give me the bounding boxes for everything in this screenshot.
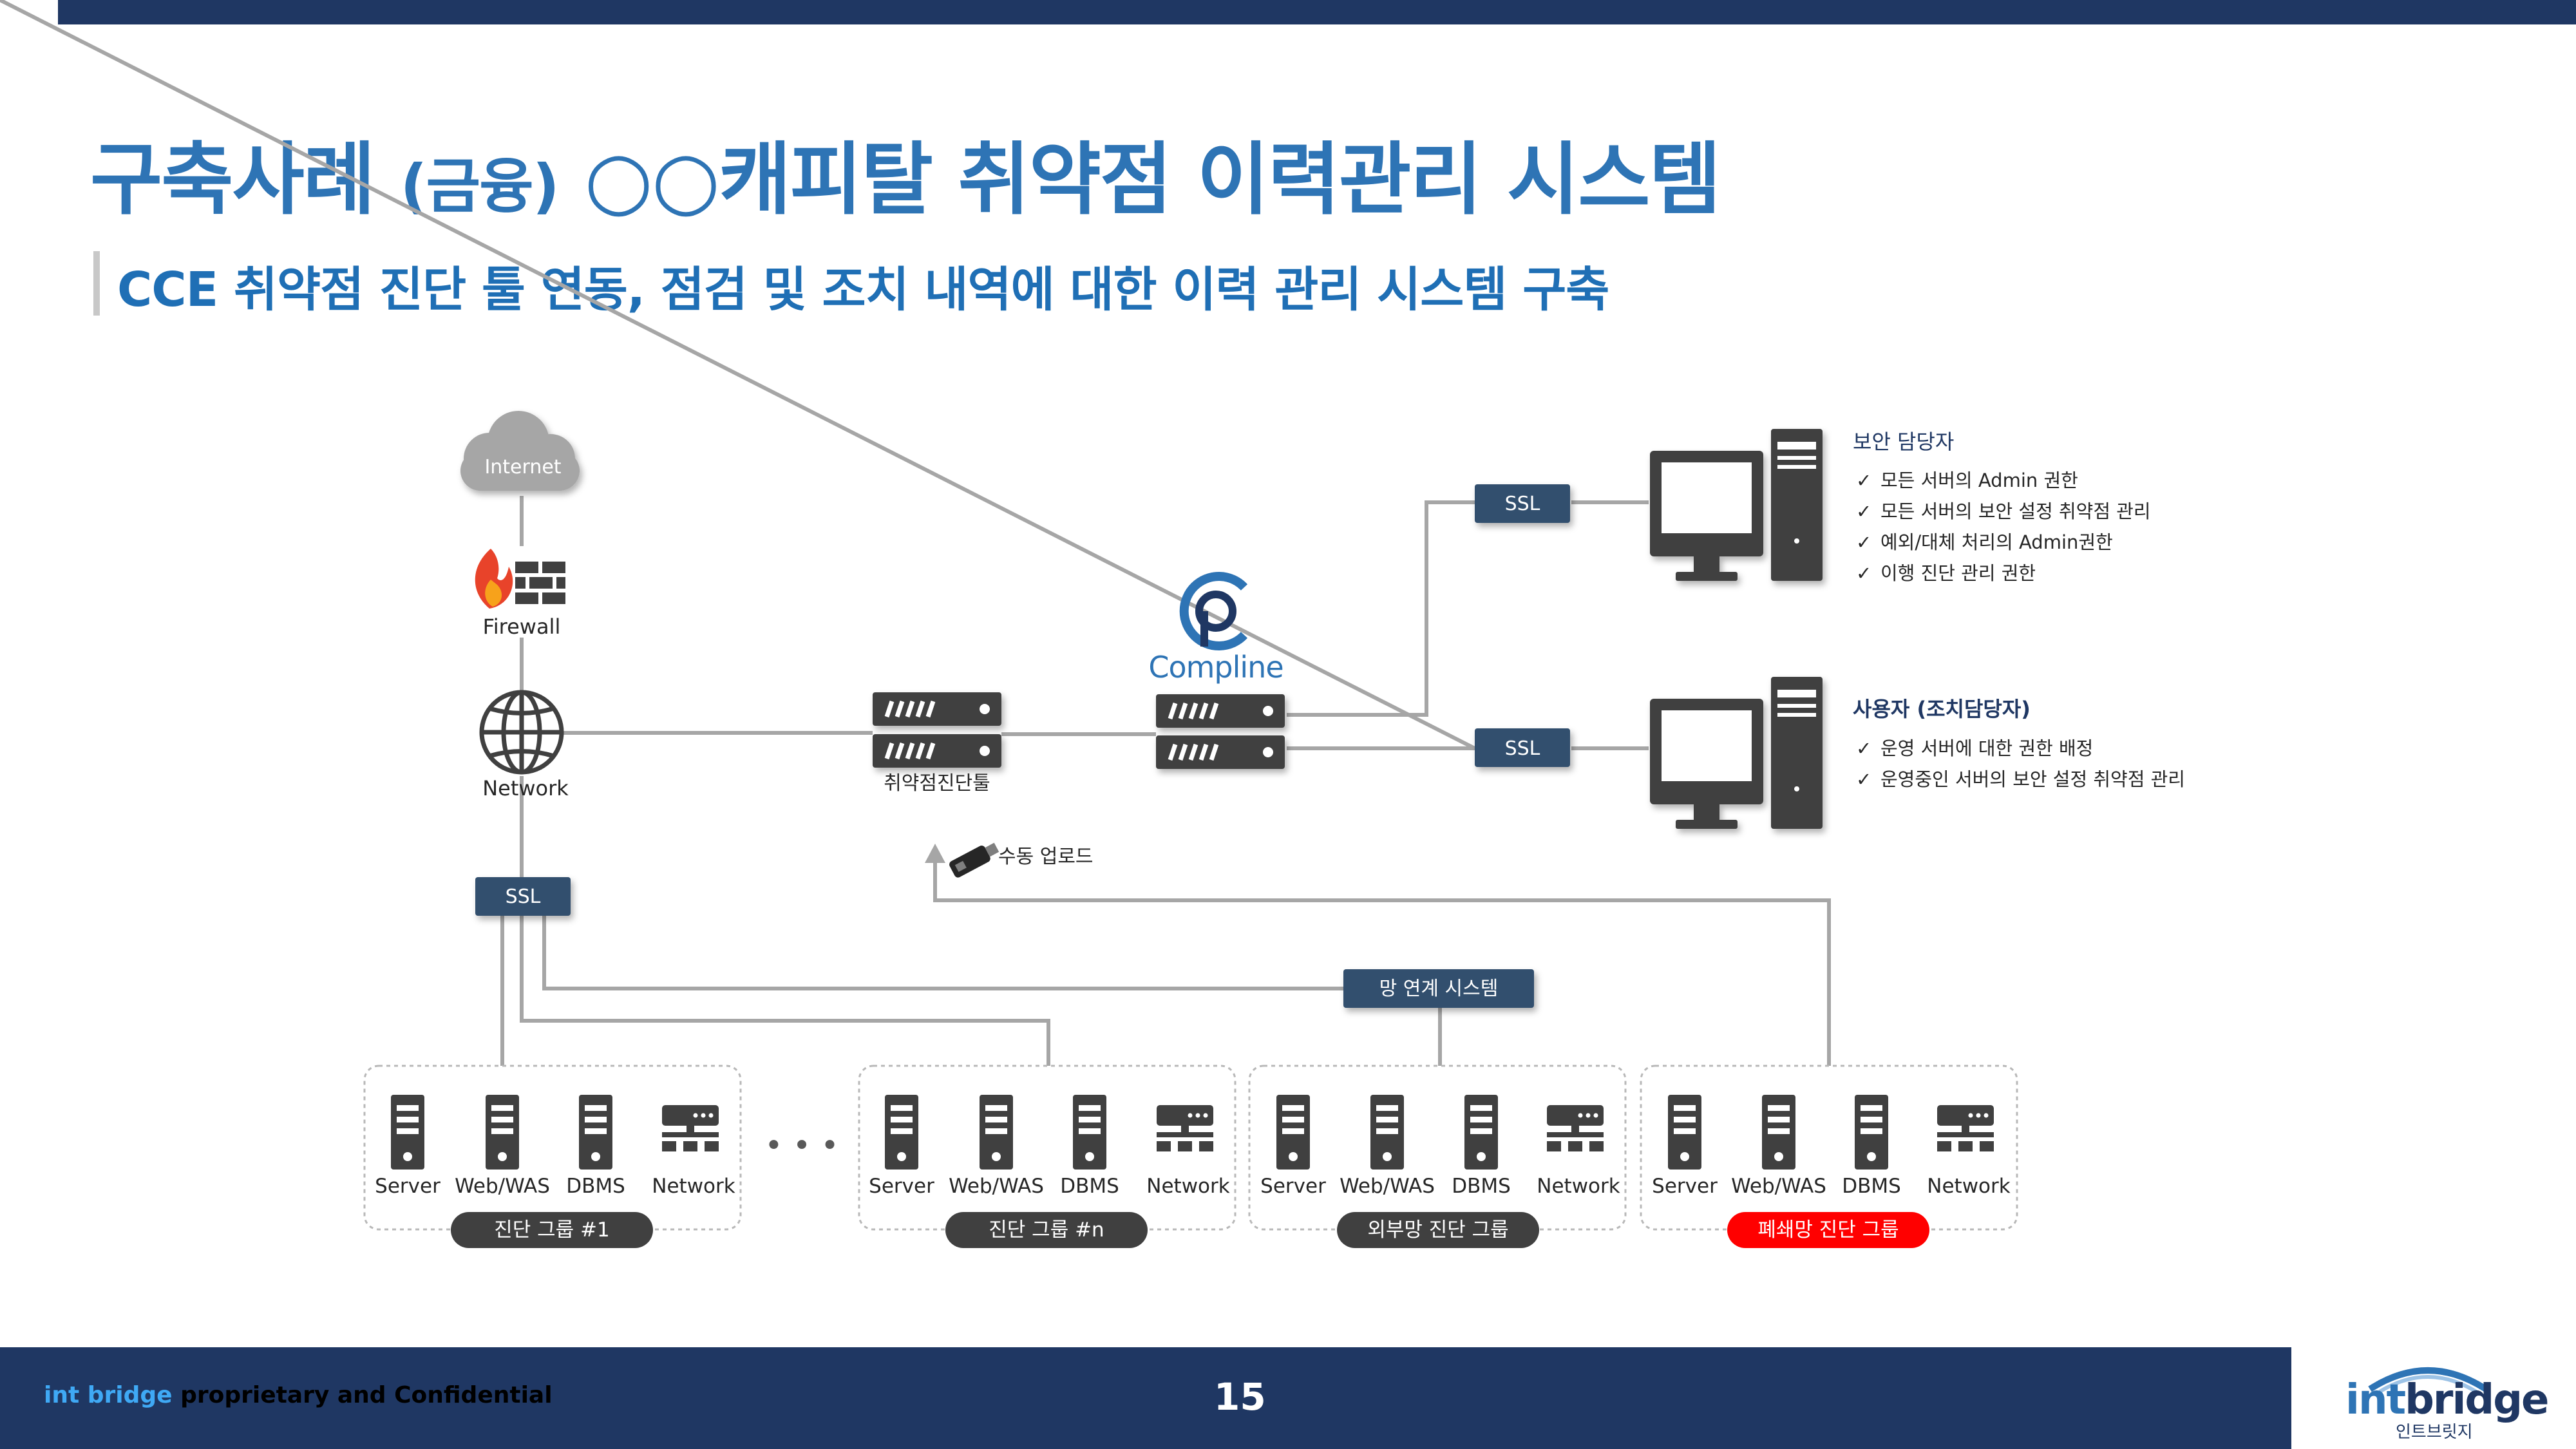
group-frames xyxy=(363,1065,2018,1231)
network-switch-icon xyxy=(1157,1105,1213,1151)
page-number: 15 xyxy=(1214,1375,1266,1419)
footer-confidential: int bridge proprietary and Confidential xyxy=(44,1382,553,1408)
check-icon: ✓ xyxy=(1856,768,1871,790)
security-manager-title: 보안 담당자 xyxy=(1853,430,1954,454)
server-icon xyxy=(391,1095,424,1170)
check-icon: ✓ xyxy=(1856,500,1871,522)
svg-text:Web/WAS: Web/WAS xyxy=(1340,1175,1435,1198)
web-was-icon xyxy=(486,1095,519,1170)
user-item: 운영중인 서버의 보안 설정 취약점 관리 xyxy=(1880,768,2185,790)
compline-label: Compline xyxy=(1148,650,1283,685)
svg-text:DBMS: DBMS xyxy=(566,1175,625,1198)
svg-text:SSL: SSL xyxy=(1505,737,1540,760)
svg-text:Web/WAS: Web/WAS xyxy=(949,1175,1044,1198)
web-was-icon xyxy=(1762,1095,1795,1170)
check-icon: ✓ xyxy=(1856,531,1871,553)
check-icon: ✓ xyxy=(1856,562,1871,584)
group-label: 폐쇄망 진단 그룹 xyxy=(1757,1218,1899,1242)
globe-icon xyxy=(479,690,564,775)
scanner-server-icon xyxy=(873,692,1001,768)
svg-text:DBMS: DBMS xyxy=(1060,1175,1119,1198)
dbms-icon xyxy=(1464,1095,1498,1170)
network-switch-icon xyxy=(1547,1105,1604,1151)
dbms-icon xyxy=(1855,1095,1888,1170)
group-label: 진단 그룹 #1 xyxy=(494,1218,610,1242)
network-switch-icon xyxy=(1937,1105,1994,1151)
svg-text:망 연계 시스템: 망 연계 시스템 xyxy=(1379,978,1499,1000)
manual-upload-label: 수동 업로드 xyxy=(998,846,1094,868)
security-manager-item: 예외/대체 처리의 Admin권한 xyxy=(1880,531,2113,553)
group-1-nodes: Server Web/WAS DBMS Network 진단 그룹 #1 xyxy=(375,1095,735,1248)
svg-text:Server: Server xyxy=(869,1175,934,1198)
dbms-icon xyxy=(1073,1095,1106,1170)
top-bar xyxy=(58,0,2576,24)
firewall-icon xyxy=(475,549,565,609)
usb-icon xyxy=(949,842,999,878)
user-title: 사용자 (조치담당자) xyxy=(1853,697,2031,721)
user-item: 운영 서버에 대한 권한 배정 xyxy=(1880,737,2093,759)
dbms-icon xyxy=(579,1095,612,1170)
check-icon: ✓ xyxy=(1856,469,1871,491)
web-was-icon xyxy=(980,1095,1013,1170)
scanner-label: 취약점진단툴 xyxy=(884,772,990,795)
svg-text:DBMS: DBMS xyxy=(1452,1175,1511,1198)
subtitle-accent-bar xyxy=(93,251,100,316)
group-label: 진단 그룹 #n xyxy=(989,1218,1104,1242)
server-icon xyxy=(1668,1095,1701,1170)
svg-text:Server: Server xyxy=(1652,1175,1718,1198)
page-subtitle: CCE 취약점 진단 툴 연동, 점검 및 조치 내역에 대한 이력 관리 시스… xyxy=(117,262,1609,317)
svg-text:Network: Network xyxy=(1537,1175,1620,1198)
server-icon xyxy=(1276,1095,1310,1170)
security-manager-item: 모든 서버의 보안 설정 취약점 관리 xyxy=(1880,500,2151,522)
ssl-box-security-manager: SSL xyxy=(1475,484,1570,523)
ssl-box-user: SSL xyxy=(1475,728,1570,767)
network-label: Network xyxy=(482,776,569,800)
footer-bar xyxy=(0,1347,2291,1449)
logo-arc-icon xyxy=(2368,1367,2488,1394)
web-was-icon xyxy=(1370,1095,1404,1170)
group-n-nodes: Server Web/WAS DBMS Network 진단 그룹 #n xyxy=(869,1095,1230,1248)
svg-text:DBMS: DBMS xyxy=(1842,1175,1901,1198)
svg-text:Network: Network xyxy=(652,1175,735,1198)
svg-text:Web/WAS: Web/WAS xyxy=(1731,1175,1826,1198)
svg-text:Web/WAS: Web/WAS xyxy=(455,1175,550,1198)
compline-logo-icon xyxy=(1179,572,1248,650)
closed-group-nodes: Server Web/WAS DBMS Network 폐쇄망 진단 그룹 xyxy=(1652,1095,2011,1248)
intbridge-logo: intbridge 인트브릿지 xyxy=(2331,1356,2549,1446)
page-title: 구축사례 (금융) ○○캐피탈 취약점 이력관리 시스템 xyxy=(90,134,1721,225)
security-manager-item: 이행 진단 관리 권한 xyxy=(1880,562,2036,584)
security-manager-item: 모든 서버의 Admin 권한 xyxy=(1880,469,2078,491)
svg-text:Server: Server xyxy=(1260,1175,1326,1198)
svg-text:SSL: SSL xyxy=(506,886,541,908)
link-system-box: 망 연계 시스템 xyxy=(1343,969,1534,1008)
compline-server-icon xyxy=(1156,694,1285,769)
connection-lines xyxy=(0,0,1831,1066)
ellipsis: • • • xyxy=(764,1128,838,1164)
server-icon xyxy=(885,1095,918,1170)
svg-text:Server: Server xyxy=(375,1175,440,1198)
ssl-box-internet: SSL xyxy=(475,877,571,916)
svg-text:Network: Network xyxy=(1927,1175,2010,1198)
firewall-label: Firewall xyxy=(483,614,561,639)
cloud-icon xyxy=(460,411,580,491)
network-switch-icon xyxy=(662,1105,719,1151)
internet-label: Internet xyxy=(484,456,561,478)
user-pc-icon xyxy=(1650,677,1823,829)
check-icon: ✓ xyxy=(1856,737,1871,759)
security-manager-pc-icon xyxy=(1650,429,1823,581)
svg-text:SSL: SSL xyxy=(1505,493,1540,515)
svg-text:Network: Network xyxy=(1146,1175,1229,1198)
group-label: 외부망 진단 그룹 xyxy=(1367,1218,1508,1242)
external-group-nodes: Server Web/WAS DBMS Network 외부망 진단 그룹 xyxy=(1260,1095,1620,1248)
